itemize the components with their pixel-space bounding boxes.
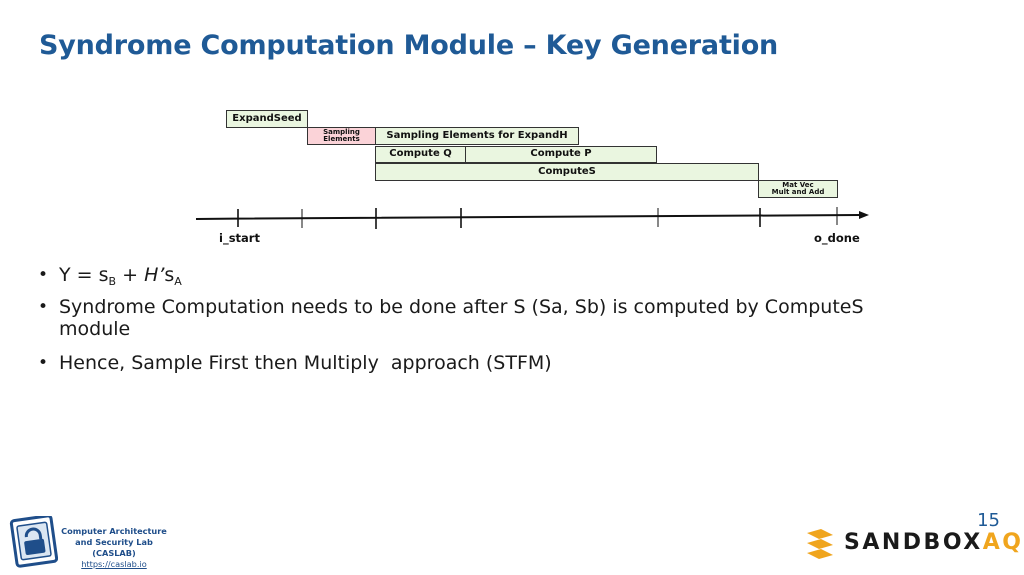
caslab-logo-icon — [9, 516, 58, 568]
page-number: 15 — [977, 510, 1000, 531]
eq-sub-a: A — [174, 275, 182, 288]
bullet-text-stfm: Hence, Sample First then Multiply approa… — [59, 352, 552, 374]
i-start-label: i_start — [219, 231, 260, 245]
bullet-item-syndrome: • Syndrome Computation needs to be done … — [38, 296, 938, 340]
sampling-expandh-label: Sampling Elements for ExpandH — [386, 129, 568, 141]
compute-p-box: Compute P — [465, 146, 657, 163]
brand-main: SANDBOX — [844, 530, 983, 555]
slide-title: Syndrome Computation Module – Key Genera… — [39, 30, 779, 61]
o-done-label: o_done — [814, 231, 860, 245]
bullet-list: • Y = sB + H’sA • Syndrome Computation n… — [38, 264, 938, 384]
sampling-elements-label-1: Sampling — [323, 127, 360, 136]
timeline-arrowhead — [859, 211, 869, 219]
eq-plus: + — [116, 264, 145, 286]
mat-vec-label-1: Mat Vec — [782, 180, 814, 189]
brand-accent: AQ — [982, 530, 1024, 555]
caslab-link[interactable]: https://caslab.io — [81, 559, 147, 569]
compute-s-label: ComputeS — [538, 165, 596, 177]
expand-seed-box: ExpandSeed — [226, 110, 308, 128]
caslab-name: Computer Architecture and Security Lab (… — [61, 526, 167, 558]
caslab-text: Computer Architecture and Security Lab (… — [58, 526, 170, 570]
timeline-line — [195, 214, 861, 220]
timeline-axis — [195, 207, 869, 229]
eq-s: s — [164, 264, 175, 286]
bullet-dot: • — [38, 353, 49, 373]
compute-p-label: Compute P — [530, 148, 592, 160]
mat-vec-box: Mat Vec Mult and Add — [758, 180, 838, 198]
compute-q-label: Compute Q — [389, 148, 452, 160]
bullet-dot: • — [38, 297, 49, 317]
sampling-expandh-box: Sampling Elements for ExpandH — [375, 127, 579, 145]
compute-s-box: ComputeS — [375, 163, 759, 181]
sandboxaq-wordmark: SANDBOXAQ — [844, 530, 1023, 555]
sampling-elements-label-2: Elements — [323, 135, 360, 143]
bullet-text-syndrome: Syndrome Computation needs to be done af… — [59, 296, 864, 340]
compute-q-box: Compute Q — [375, 146, 466, 163]
expand-seed-label: ExpandSeed — [232, 112, 302, 124]
bullet-item-equation: • Y = sB + H’sA — [38, 264, 938, 288]
sandboxaq-logo-icon — [807, 529, 833, 559]
eq-sub-b: B — [108, 275, 117, 288]
bullet-item-stfm: • Hence, Sample First then Multiply appr… — [38, 352, 938, 374]
bullet-dot: • — [38, 265, 49, 285]
mat-vec-label-2: Mult and Add — [771, 188, 825, 196]
eq-h: H’ — [144, 264, 165, 286]
eq-y: Y = s — [59, 264, 109, 286]
